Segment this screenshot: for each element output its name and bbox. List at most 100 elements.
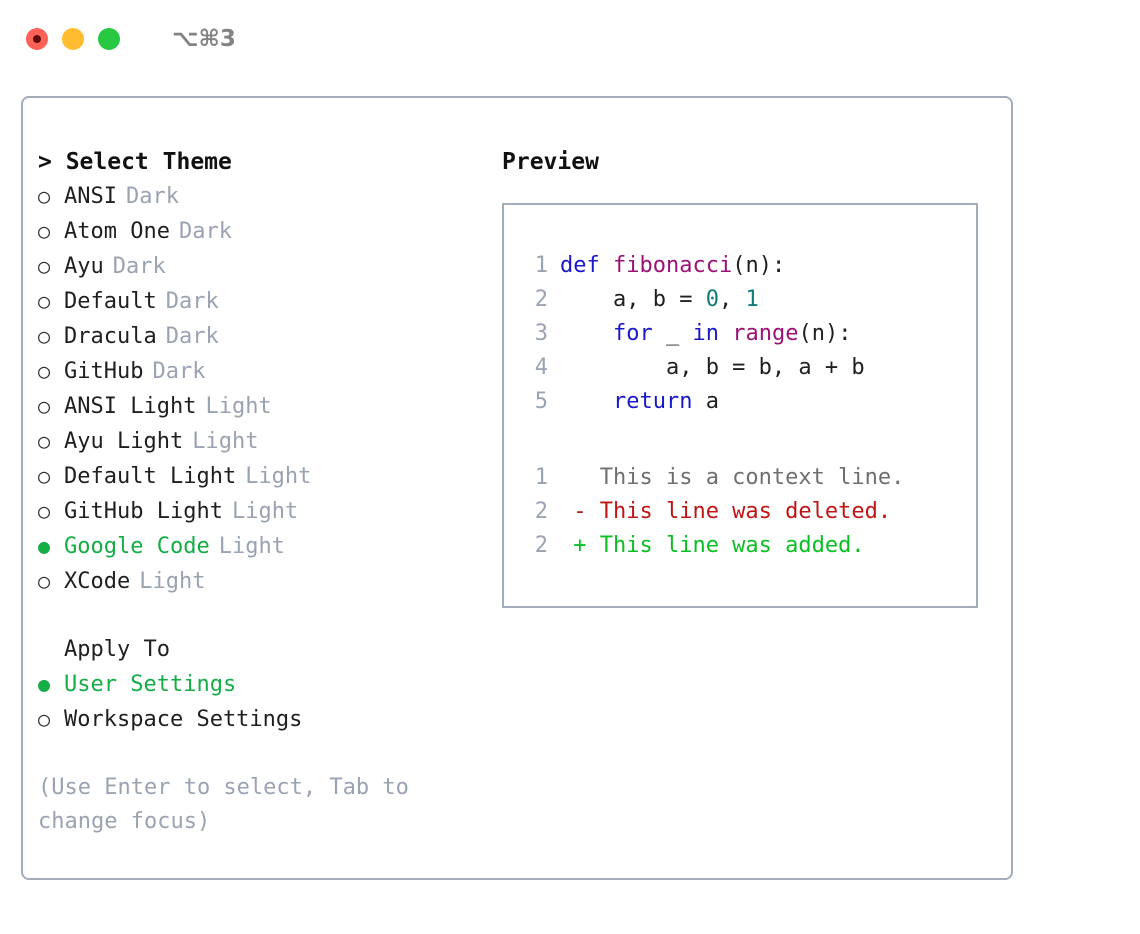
- radio-unselected-icon[interactable]: ○: [38, 429, 51, 453]
- line-number: 4: [534, 355, 548, 380]
- diff-line-content: This is a context line.: [560, 465, 905, 490]
- diff-line-number: 2: [534, 533, 548, 558]
- apply-to-heading: Apply To: [64, 637, 170, 662]
- diff-sample: 1 This is a context line.2 - This line w…: [518, 461, 905, 563]
- theme-variant-tag: Light: [218, 534, 285, 559]
- apply-to-list[interactable]: ● User Settings ○ Workspace Settings: [38, 667, 478, 737]
- code-token-plain: _: [652, 321, 693, 346]
- theme-name: Dracula: [64, 324, 157, 349]
- diff-line: 2 - This line was deleted.: [518, 495, 904, 529]
- radio-unselected-icon[interactable]: ○: [38, 359, 51, 383]
- theme-variant-tag: Light: [231, 499, 299, 524]
- list-spacer: [38, 599, 478, 633]
- code-line-content: def fibonacci(n):: [560, 249, 785, 283]
- theme-name: XCode: [64, 569, 131, 594]
- line-number: 1: [534, 253, 548, 278]
- code-token-kw: return: [612, 389, 693, 414]
- theme-variant-tag: Dark: [165, 324, 219, 349]
- theme-variant-tag: Light: [245, 464, 312, 489]
- theme-variant-tag: Light: [205, 394, 272, 419]
- close-button[interactable]: [26, 28, 48, 50]
- theme-option[interactable]: ○ Dracula Dark: [38, 319, 478, 354]
- theme-variant-tag: Light: [192, 429, 259, 454]
- theme-option[interactable]: ○ GitHub Light Light: [38, 494, 478, 529]
- code-line: 4 a, b = b, a + b: [518, 351, 865, 385]
- theme-option[interactable]: ○ Atom One Dark: [38, 214, 478, 249]
- code-token-plain: a, b = b, a + b: [560, 355, 865, 380]
- radio-unselected-icon[interactable]: ○: [38, 464, 51, 488]
- code-token-kw: in: [692, 321, 719, 346]
- keyboard-hint-text: (Use Enter to select, Tab to change focu…: [38, 775, 409, 834]
- theme-name: ANSI Light: [64, 394, 197, 419]
- window-controls: [26, 28, 120, 50]
- code-token-plain: [560, 321, 613, 346]
- apply-to-option[interactable]: ● User Settings: [38, 667, 478, 702]
- line-number: 2: [534, 287, 548, 312]
- code-token-fn: range: [732, 321, 799, 346]
- theme-option[interactable]: ○ ANSI Light Light: [38, 389, 478, 424]
- theme-name: ANSI: [64, 184, 117, 209]
- theme-option[interactable]: ○ GitHub Dark: [38, 354, 478, 389]
- radio-selected-icon[interactable]: ●: [38, 672, 51, 696]
- radio-unselected-icon[interactable]: ○: [38, 254, 51, 278]
- code-token-plain: [560, 389, 613, 414]
- apply-to-label: User Settings: [64, 672, 237, 697]
- theme-name: GitHub: [64, 359, 144, 384]
- preview-heading: Preview: [502, 149, 599, 175]
- code-line-content: a, b = 0, 1: [560, 283, 759, 317]
- keyboard-shortcut-label: ⌥⌘3: [172, 26, 236, 52]
- apply-to-option[interactable]: ○ Workspace Settings: [38, 702, 478, 737]
- code-line-content: a, b = b, a + b: [560, 351, 865, 385]
- code-token-plain: (n):: [732, 253, 786, 278]
- code-line: 1 def fibonacci(n):: [518, 249, 865, 283]
- theme-variant-tag: Dark: [152, 359, 206, 384]
- radio-unselected-icon[interactable]: ○: [38, 707, 51, 731]
- radio-unselected-icon[interactable]: ○: [38, 289, 51, 313]
- theme-variant-tag: Dark: [165, 289, 219, 314]
- theme-name: Default: [64, 289, 157, 314]
- theme-name: Atom One: [64, 219, 170, 244]
- line-number: 5: [534, 389, 548, 414]
- radio-unselected-icon[interactable]: ○: [38, 394, 51, 418]
- diff-line-number: 2: [534, 499, 548, 524]
- code-line-content: return a: [560, 385, 719, 419]
- diff-line-number: 1: [534, 465, 548, 490]
- maximize-button[interactable]: [98, 28, 120, 50]
- radio-unselected-icon[interactable]: ○: [38, 219, 51, 243]
- code-token-num: 0: [705, 287, 719, 312]
- radio-selected-icon[interactable]: ●: [38, 534, 51, 558]
- title-bar: ⌥⌘3: [0, 0, 1140, 78]
- theme-name: GitHub Light: [64, 499, 223, 524]
- theme-name: Ayu: [64, 254, 104, 279]
- minimize-button[interactable]: [62, 28, 84, 50]
- apply-to-label: Workspace Settings: [64, 707, 303, 732]
- theme-variant-tag: Dark: [178, 219, 232, 244]
- radio-unselected-icon[interactable]: ○: [38, 569, 51, 593]
- select-theme-heading: > Select Theme: [38, 149, 232, 175]
- radio-unselected-icon[interactable]: ○: [38, 324, 51, 348]
- code-line-content: for _ in range(n):: [560, 317, 851, 351]
- radio-unselected-icon[interactable]: ○: [38, 184, 51, 208]
- diff-line: 1 This is a context line.: [518, 461, 905, 495]
- code-token-plain: ,: [718, 287, 746, 312]
- theme-option[interactable]: ○ Ayu Light Light: [38, 424, 478, 459]
- radio-unselected-icon[interactable]: ○: [38, 499, 51, 523]
- theme-name: Ayu Light: [64, 429, 184, 454]
- code-token-fn: fibonacci: [612, 253, 733, 278]
- theme-option[interactable]: ○ Default Dark: [38, 284, 478, 319]
- code-line: 5 return a: [518, 385, 865, 419]
- diff-line-content: - This line was deleted.: [560, 499, 892, 524]
- code-token-kw: def: [560, 253, 613, 278]
- code-token-kw: for: [612, 321, 653, 346]
- code-line: 3 for _ in range(n):: [518, 317, 865, 351]
